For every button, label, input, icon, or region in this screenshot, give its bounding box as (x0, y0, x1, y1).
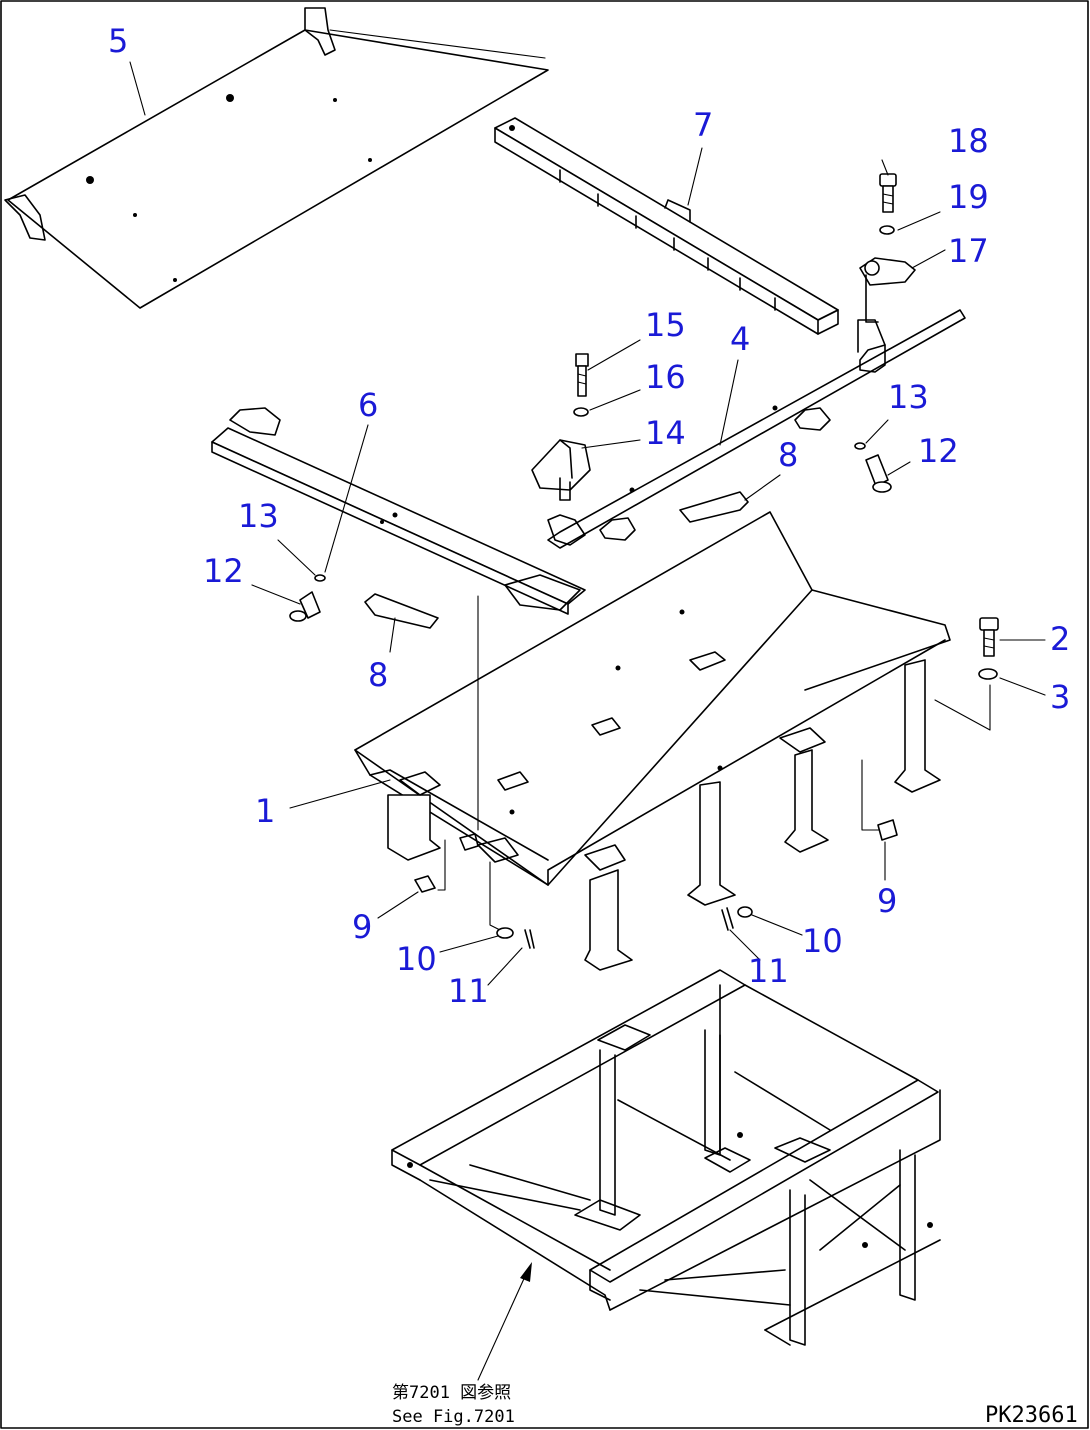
part-12-pin-left (289, 591, 321, 622)
callout-9-left: 9 (352, 908, 372, 946)
callout-6: 6 (358, 386, 378, 424)
part-14-bracket (531, 439, 591, 501)
part-11-cotter-right (721, 907, 734, 931)
part-1-deck-assembly (354, 511, 951, 971)
callout-9-right: 9 (877, 882, 897, 920)
part-8-clip-left (364, 593, 439, 629)
callout-11-left: 11 (448, 972, 489, 1010)
reference-text-en: See Fig.7201 (392, 1407, 515, 1427)
leader-line-9-left (437, 839, 446, 891)
figure-code: PK23661 (985, 1403, 1078, 1428)
callout-1: 1 (255, 792, 275, 830)
leader-line-9-right (861, 759, 881, 831)
callout-8-left: 8 (368, 656, 388, 694)
part-18-bolt (879, 173, 897, 213)
callout-18: 18 (948, 122, 989, 160)
callout-13-left: 13 (238, 497, 279, 535)
leader-lines (129, 29, 1046, 986)
reference-text-jp: 第7201 図参照 (392, 1383, 511, 1403)
callout-12-left: 12 (203, 552, 244, 590)
leader-line-3-frame (934, 684, 991, 731)
reference-arrow (477, 1262, 532, 1381)
callout-2: 2 (1050, 620, 1070, 658)
part-19-washer (879, 225, 895, 235)
part-10-washer-right (737, 906, 753, 918)
part-6-left-beam (211, 407, 586, 615)
callout-12-right: 12 (918, 432, 959, 470)
callout-13-right: 13 (888, 378, 929, 416)
callout-17: 17 (948, 232, 989, 270)
part-9-pin-right (877, 819, 898, 841)
part-17-bracket (859, 257, 916, 323)
callout-5: 5 (108, 22, 128, 60)
part-13-washer-left (314, 574, 326, 582)
callout-15: 15 (645, 306, 686, 344)
part-16-washer (573, 407, 589, 417)
callout-3: 3 (1050, 678, 1070, 716)
callout-10-left: 10 (396, 940, 437, 978)
callout-19: 19 (948, 178, 989, 216)
part-4-right-beam (547, 309, 966, 549)
part-15-bolt (575, 353, 589, 397)
part-2-bolt (979, 617, 999, 657)
part-3-washer (978, 668, 998, 680)
part-11-cotter-left (524, 929, 535, 949)
part-7-upper-rail (494, 117, 839, 335)
callout-8-right: 8 (778, 436, 798, 474)
callout-10-right: 10 (802, 922, 843, 960)
callout-4: 4 (730, 320, 750, 358)
lower-frame-reference (391, 969, 941, 1346)
callout-11-right: 11 (748, 952, 789, 990)
part-5-cover-plate (4, 7, 549, 309)
part-13-washer-right (854, 442, 866, 450)
part-8-clip-right (679, 491, 749, 523)
part-9-pin-left (414, 875, 436, 893)
part-12-pin-right (865, 454, 892, 493)
callout-7: 7 (693, 106, 713, 144)
leader-line-10-left (489, 861, 501, 931)
callout-16: 16 (645, 358, 686, 396)
callout-14: 14 (645, 414, 686, 452)
part-10-washer-left (496, 927, 514, 939)
